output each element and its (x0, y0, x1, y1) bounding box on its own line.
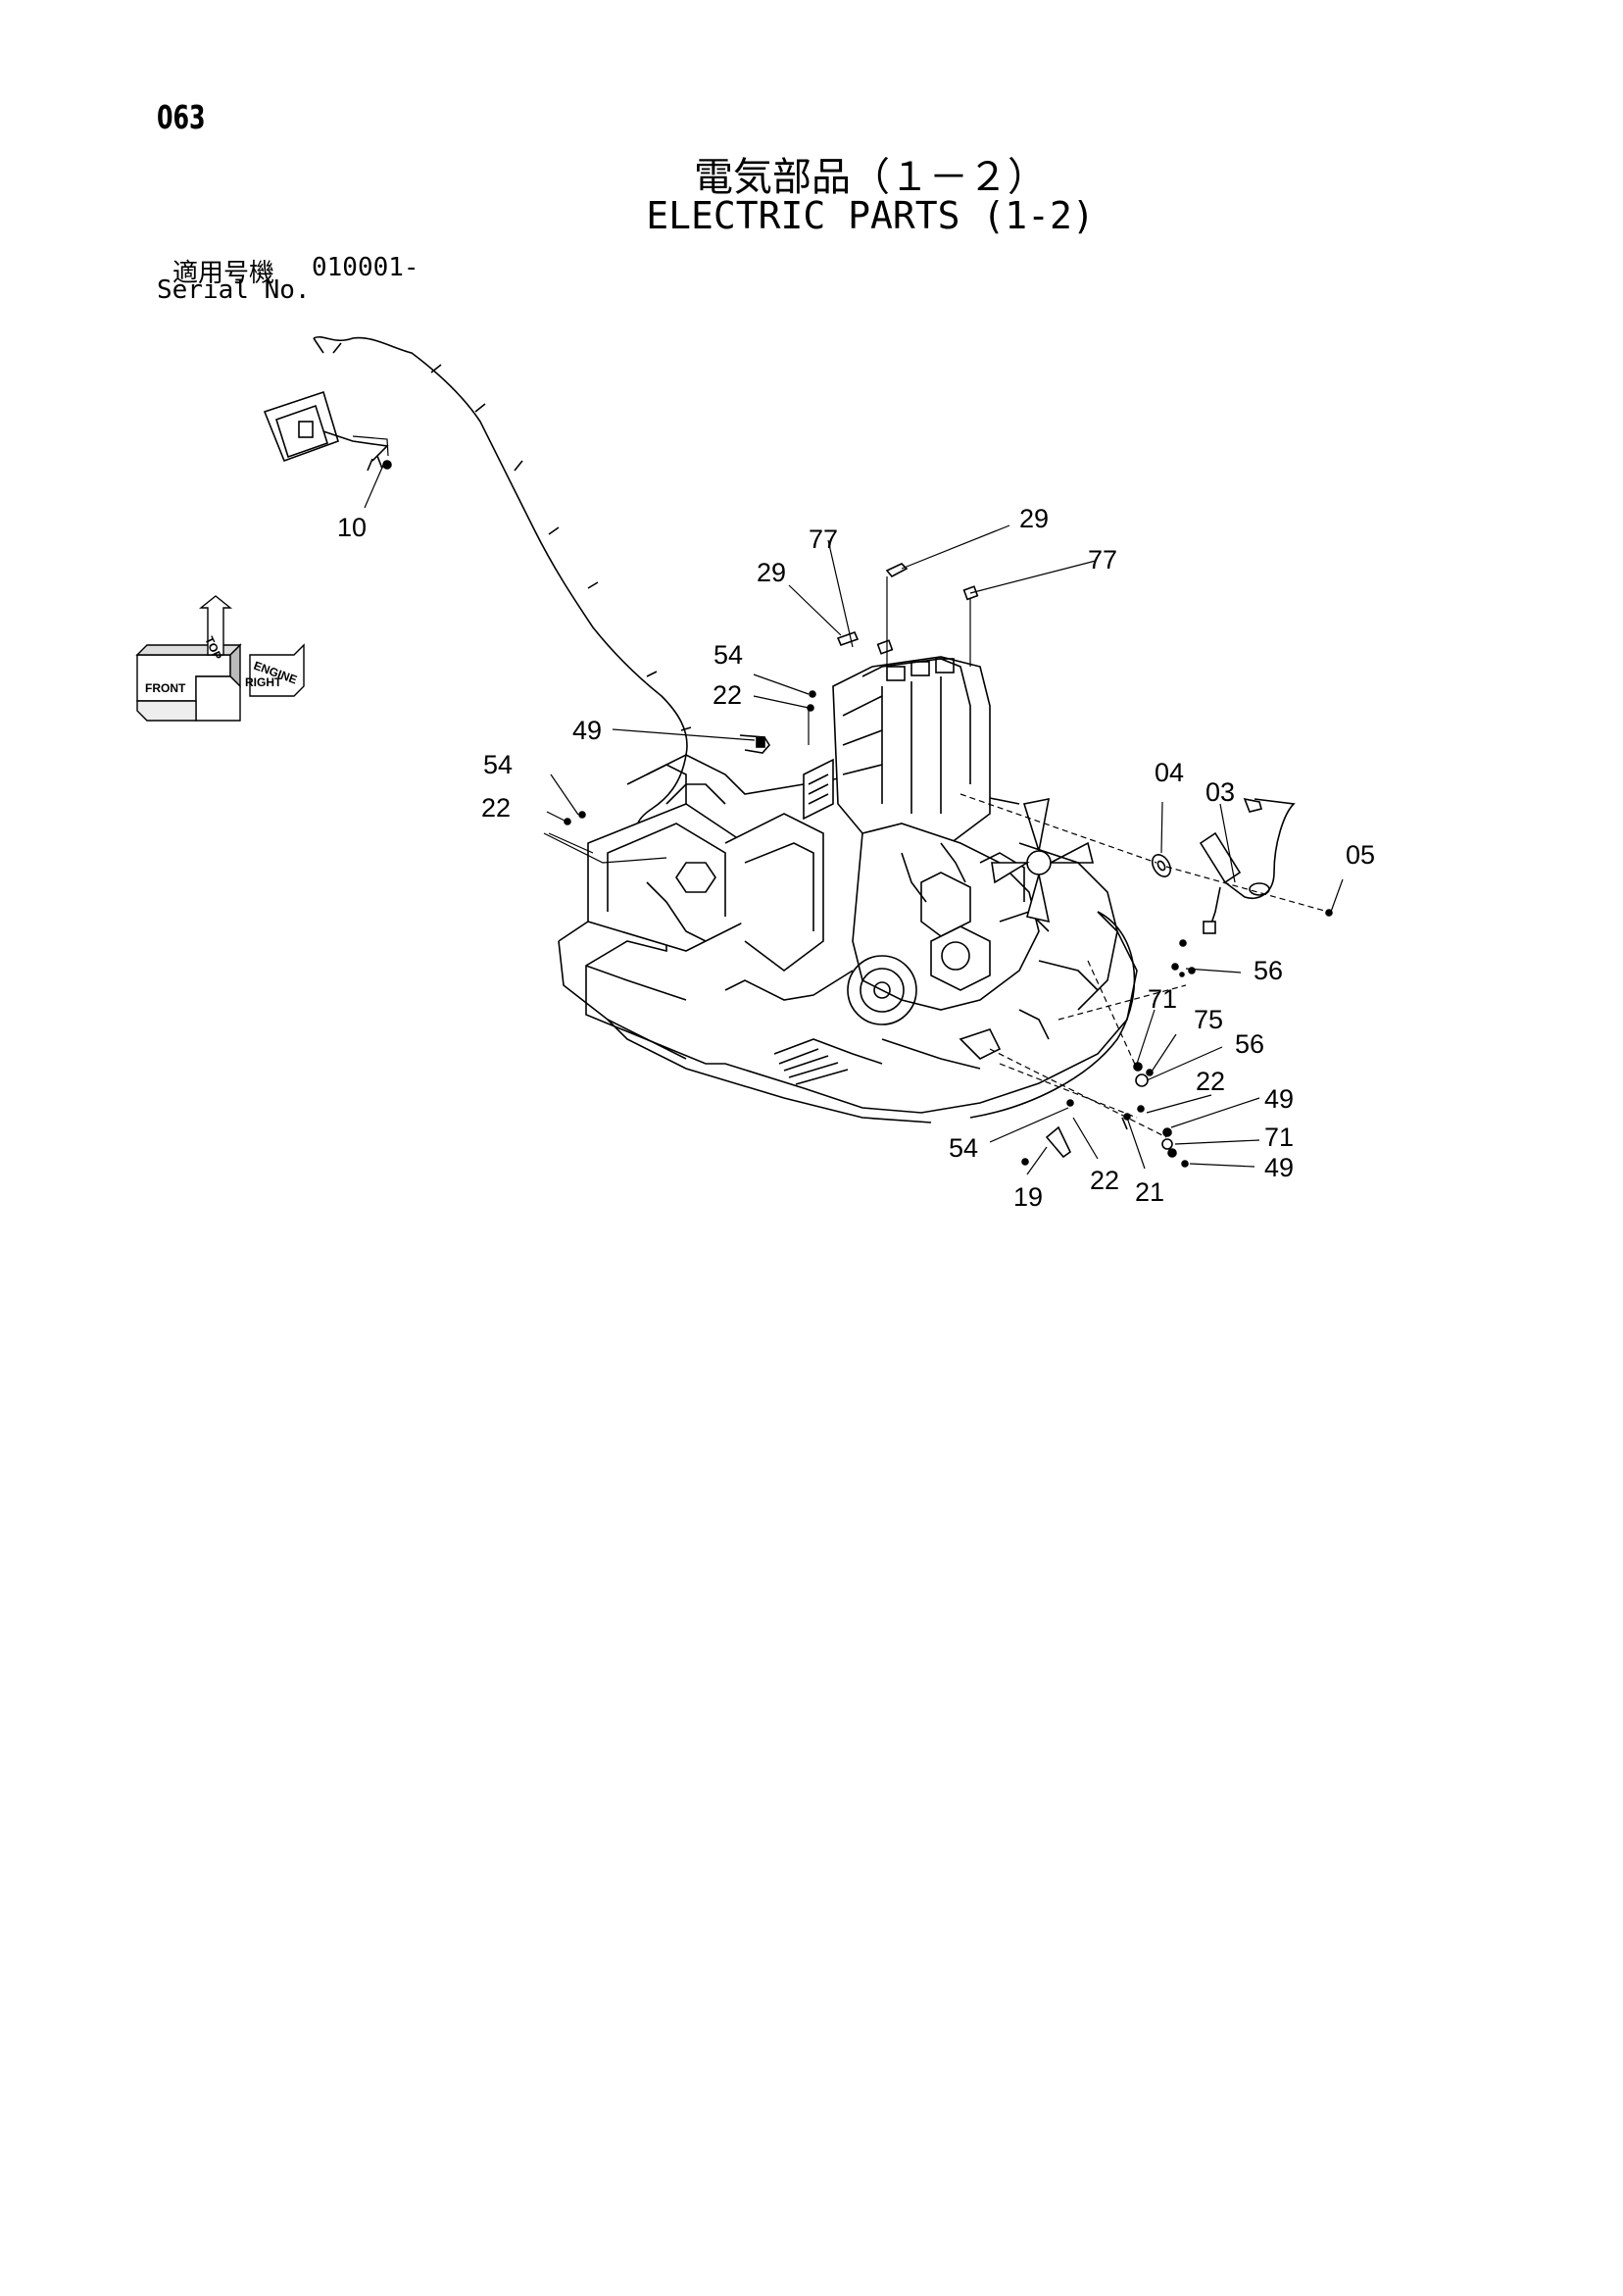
callout-71: 71 (1148, 984, 1177, 1014)
callout-05: 05 (1346, 840, 1375, 870)
serial-label-english: Serial No. (157, 275, 311, 305)
title-japanese: 電気部品（１－２） (694, 155, 1047, 200)
wire-harness (313, 336, 688, 844)
callout-54: 54 (713, 640, 743, 670)
callout-29: 29 (757, 558, 786, 587)
decal-parts (836, 563, 979, 655)
callout-49: 49 (1264, 1084, 1294, 1114)
serial-label-japanese: 適用号機 (172, 259, 275, 288)
callout-29: 29 (1019, 504, 1049, 533)
callout-77: 77 (809, 524, 838, 554)
direction-indicator: FRONT TOP RIGHT ENGINE (135, 595, 305, 722)
leader-lines (352, 435, 1344, 1175)
ground-strap (1045, 1117, 1128, 1159)
callout-22: 22 (1196, 1067, 1225, 1096)
direction-front-label: FRONT (145, 681, 186, 695)
machine-frame (558, 656, 1138, 1123)
callout-04: 04 (1155, 758, 1184, 787)
title-english: ELECTRIC PARTS (1-2) (646, 194, 1095, 237)
callout-75: 75 (1194, 1005, 1223, 1034)
callout-10: 10 (337, 513, 367, 542)
sensor-assembly (1152, 797, 1296, 934)
callout-77: 77 (1088, 545, 1117, 574)
callout-56: 56 (1235, 1029, 1264, 1059)
monitor-unit (263, 390, 389, 472)
callouts: 10 77 29 29 77 54 22 49 54 22 04 03 05 5… (337, 504, 1375, 1212)
callout-54: 54 (483, 750, 513, 779)
direction-right-label: RIGHT (245, 675, 282, 689)
callout-49: 49 (572, 716, 602, 745)
callout-49: 49 (1264, 1153, 1294, 1182)
callout-22: 22 (713, 680, 742, 710)
serial-value: 010001- (312, 253, 419, 282)
callout-56: 56 (1254, 956, 1283, 985)
callout-22: 22 (1090, 1166, 1119, 1195)
page-number: 063 (157, 98, 206, 136)
callout-71: 71 (1264, 1123, 1294, 1152)
callout-03: 03 (1205, 777, 1235, 807)
callout-19: 19 (1013, 1182, 1043, 1212)
callout-22: 22 (481, 793, 511, 823)
callout-21: 21 (1135, 1177, 1164, 1207)
callout-54: 54 (949, 1133, 978, 1163)
